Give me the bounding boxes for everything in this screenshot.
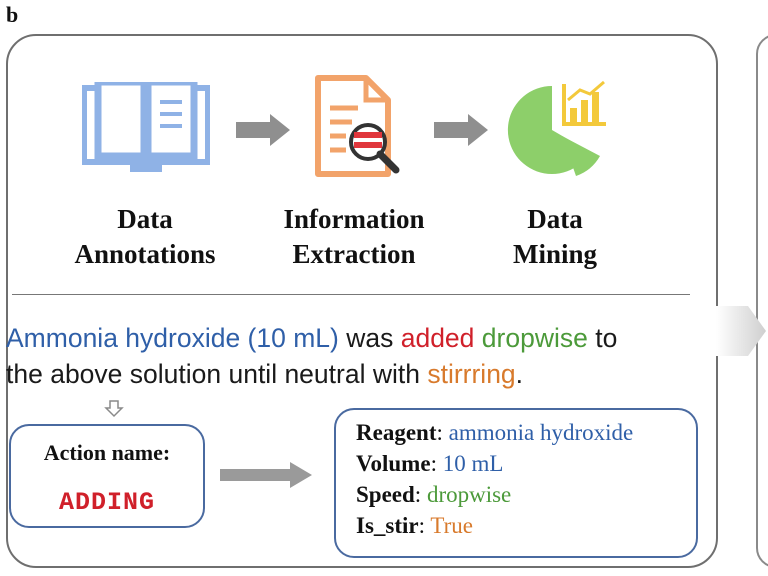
section-divider xyxy=(12,294,690,295)
step-label-line: Mining xyxy=(512,239,598,269)
sentence-text: the above solution until neutral with xyxy=(6,359,428,389)
detail-row-is-stir: Is_stir: True xyxy=(356,510,696,541)
step-label-data-mining: Data Mining xyxy=(480,202,630,272)
step-label-line: Data xyxy=(527,204,583,234)
step-label-line: Extraction xyxy=(292,239,416,269)
action-name-value: ADDING xyxy=(58,488,155,517)
right-arrow-icon xyxy=(220,462,312,488)
detail-colon: : xyxy=(418,513,431,538)
detail-colon: : xyxy=(430,451,443,476)
detail-value: dropwise xyxy=(426,482,512,507)
document-magnifier-icon xyxy=(315,75,400,177)
pie-chart-icon xyxy=(507,80,606,176)
action-span: added xyxy=(400,323,475,353)
step-label-data-annotations: Data Annotations xyxy=(50,202,240,272)
action-details-box: Reagent: ammonia hydroxide Volume: 10 mL… xyxy=(334,408,698,558)
reagent-span: Ammonia hydroxide (10 mL) xyxy=(6,323,339,353)
sentence-line-1: Ammonia hydroxide (10 mL) was added drop… xyxy=(6,320,711,356)
detail-colon: : xyxy=(436,420,449,445)
step-label-information-extraction: Information Extraction xyxy=(256,202,452,272)
sentence-text: was xyxy=(338,323,401,353)
speed-span: dropwise xyxy=(481,323,588,353)
book-icon xyxy=(82,82,210,172)
example-sentence: Ammonia hydroxide (10 mL) was added drop… xyxy=(6,320,711,392)
action-name-box: Action name: ADDING xyxy=(9,424,205,528)
step-label-line: Data xyxy=(117,204,173,234)
sentence-line-2: the above solution until neutral with st… xyxy=(6,356,711,392)
detail-key: Speed xyxy=(356,482,415,507)
flow-arrow-icon xyxy=(236,114,290,146)
detail-key: Reagent xyxy=(356,420,437,445)
detail-value: 10 mL xyxy=(442,451,504,476)
detail-row-volume: Volume: 10 mL xyxy=(356,448,696,479)
sentence-text xyxy=(474,323,481,353)
detail-key: Is_stir xyxy=(356,513,419,538)
detail-key: Volume xyxy=(356,451,431,476)
panel-label: b xyxy=(6,2,19,27)
down-arrow-icon xyxy=(104,400,124,418)
detail-row-speed: Speed: dropwise xyxy=(356,479,696,510)
detail-value: True xyxy=(430,513,473,538)
panel-transition-arrow-icon xyxy=(716,306,766,356)
stir-span: stirrring xyxy=(427,359,516,389)
detail-row-reagent: Reagent: ammonia hydroxide xyxy=(356,417,696,448)
step-label-line: Information xyxy=(283,204,425,234)
main-frame xyxy=(6,34,718,568)
flow-arrow-icon xyxy=(434,114,488,146)
detail-value: ammonia hydroxide xyxy=(448,420,634,445)
action-name-title: Action name: xyxy=(43,440,171,465)
detail-colon: : xyxy=(414,482,427,507)
step-label-line: Annotations xyxy=(74,239,216,269)
sentence-text: to xyxy=(587,323,618,353)
sentence-text: . xyxy=(515,359,524,389)
